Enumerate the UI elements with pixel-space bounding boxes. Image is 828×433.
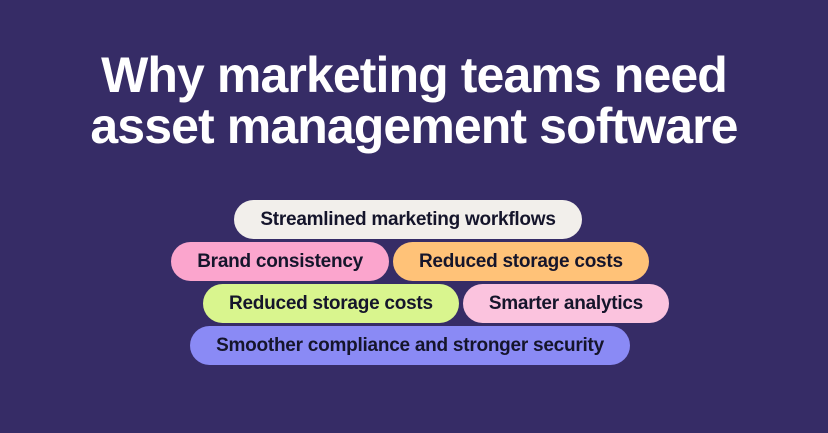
benefit-pill[interactable]: Reduced storage costs [392,242,649,281]
benefit-pill-label: Brand consistency [197,251,363,272]
benefit-pill-label: Smarter analytics [488,293,643,314]
benefit-pill[interactable]: Streamlined marketing workflows [234,200,582,239]
benefit-pill-label: Reduced storage costs [229,293,433,314]
benefit-pill[interactable]: Smarter analytics [462,284,669,323]
benefit-pill[interactable]: Reduced storage costs [203,284,459,323]
benefit-row: Streamlined marketing workflows [0,200,822,239]
benefit-pill-label: Smoother compliance and stronger securit… [216,335,604,356]
benefit-pill[interactable]: Brand consistency [171,242,389,281]
benefit-pill-label: Streamlined marketing workflows [260,209,556,230]
benefit-row: Reduced storage costs Smarter analytics [22,284,828,323]
page-title: Why marketing teams need asset managemen… [0,50,828,152]
benefit-pill-label: Reduced storage costs [418,251,623,272]
benefit-row: Brand consistency Reduced storage costs [0,242,824,281]
page-title-line-2: asset management software [90,98,738,154]
benefit-pill[interactable]: Smoother compliance and stronger securit… [190,326,630,365]
page-title-line-1: Why marketing teams need [101,47,728,103]
benefit-row: Smoother compliance and stronger securit… [0,326,824,365]
